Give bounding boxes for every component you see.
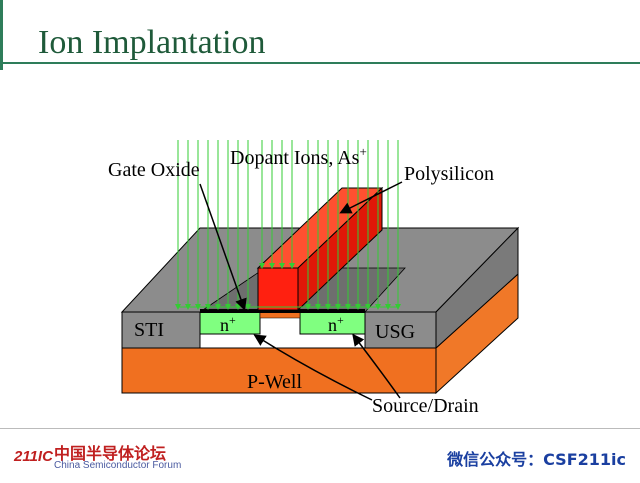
polysilicon-label: Polysilicon bbox=[404, 163, 494, 185]
source-leader bbox=[253, 334, 373, 401]
oxide-side bbox=[435, 226, 519, 350]
source-drain-label: Source/Drain bbox=[372, 395, 479, 417]
title-accent-bar bbox=[0, 0, 3, 70]
sti-front bbox=[121, 311, 201, 349]
n-plus-source-label: n+ bbox=[220, 313, 236, 335]
poly-side bbox=[297, 186, 383, 312]
logo-english-name: China Semiconductor Forum bbox=[54, 460, 182, 471]
logo-mark: 211IC bbox=[14, 448, 53, 465]
dopant-ions-text: Dopant Ions, As bbox=[230, 147, 360, 169]
ion-beam bbox=[175, 140, 401, 310]
poly-front bbox=[257, 267, 299, 311]
wechat-watermark: 微信公众号：CSF211ic bbox=[447, 450, 626, 469]
n-right-text: n bbox=[328, 315, 337, 335]
n-right-sup: + bbox=[337, 313, 344, 327]
dopant-ions-label: Dopant Ions, As+ bbox=[230, 144, 367, 169]
gate-oxide-label: Gate Oxide bbox=[108, 159, 200, 181]
polysilicon-leader bbox=[339, 181, 403, 214]
usg-label: USG bbox=[375, 321, 415, 343]
logo-chinese-name: 中国半导体论坛 bbox=[54, 444, 167, 463]
drain-leader bbox=[352, 333, 401, 399]
n-left-sup: + bbox=[229, 313, 236, 327]
gate-oxide-leader bbox=[199, 183, 247, 311]
title-underline bbox=[0, 62, 640, 64]
gate-oxide-line bbox=[200, 309, 365, 313]
slide-title: Ion Implantation bbox=[38, 24, 266, 61]
n-left-text: n bbox=[220, 315, 229, 335]
footer-divider bbox=[0, 428, 640, 429]
forum-logo: 211IC 中国半导体论坛 China Semiconductor Forum bbox=[14, 440, 204, 474]
p-well-label: P-Well bbox=[247, 371, 302, 393]
n-plus-drain-label: n+ bbox=[328, 313, 344, 335]
sti-label: STI bbox=[134, 319, 164, 341]
dopant-ions-sup: + bbox=[359, 144, 366, 159]
